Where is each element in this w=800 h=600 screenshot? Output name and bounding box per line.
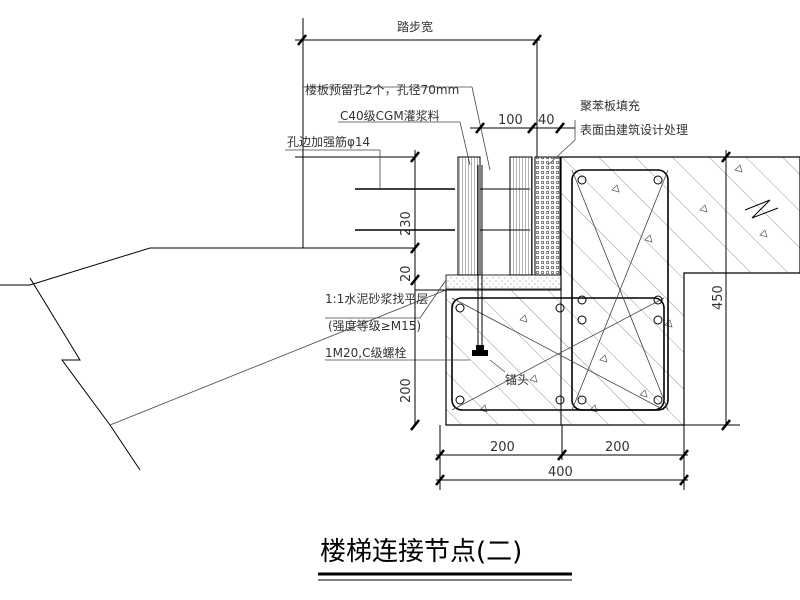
dim-w-400: 400 (548, 465, 573, 480)
anchor-label: 锚头 (505, 372, 529, 387)
bolt-and-anchor (472, 165, 488, 356)
dimension-lines (295, 34, 740, 490)
dim-h-450: 450 (711, 285, 726, 310)
bolt-label: 1M20,C级螺栓 (325, 345, 406, 360)
mortar-label-line1: 1:1水泥砂浆找平层 (325, 291, 428, 306)
surface-note-label: 表面由建筑设计处理 (580, 122, 688, 137)
dim-w-200-left: 200 (490, 440, 515, 455)
hole-rebar-label: 孔边加强筋φ14 (287, 134, 370, 149)
slab-hole-label: 楼板预留孔2个，孔径70mm (305, 82, 459, 97)
grout-hole (457, 156, 533, 276)
dim-h-20: 20 (399, 265, 414, 282)
rebar-cages (451, 169, 669, 411)
dim-h-230: 230 (399, 211, 414, 236)
tread-width-label: 踏步宽 (397, 19, 433, 34)
eps-foam-fill (534, 156, 561, 276)
grout-label: C40级CGM灌浆料 (340, 108, 440, 123)
mortar-layer (445, 274, 562, 290)
dim-w-200-right: 200 (605, 440, 630, 455)
slab-rebars (355, 188, 530, 231)
dim-gap-100: 100 (498, 113, 523, 128)
mortar-label-line2: (强度等级≥M15) (328, 318, 421, 333)
dim-gap-40: 40 (538, 113, 555, 128)
leader-lines (285, 86, 576, 373)
drawing-title: 楼梯连接节点(二) (320, 537, 522, 567)
eps-fill-label: 聚苯板填充 (580, 98, 640, 113)
dim-h-200: 200 (399, 378, 414, 403)
